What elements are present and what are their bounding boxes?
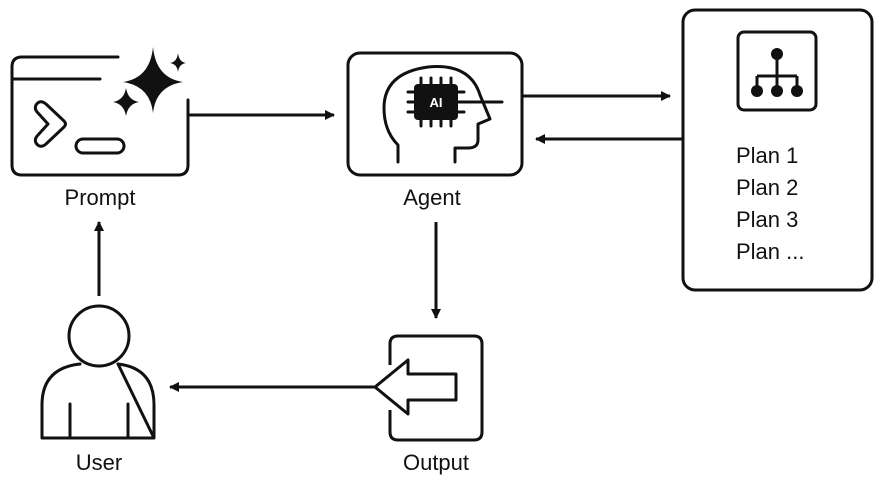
plan-item-1: Plan 1 [736, 143, 798, 168]
plan-item-2: Plan 2 [736, 175, 798, 200]
hierarchy-icon [736, 30, 818, 112]
user-label: User [76, 450, 122, 475]
ai-chip [414, 84, 458, 120]
ai-chip-text: AI [430, 95, 443, 110]
prompt-node: Prompt [10, 47, 190, 210]
agent-label: Agent [403, 185, 461, 210]
sparkle-icon [113, 47, 186, 116]
output-arrow-icon [373, 334, 484, 442]
plans-node: Plan 1 Plan 2 Plan 3 Plan ... [681, 8, 874, 292]
ai-brain-chip-icon [382, 65, 504, 164]
agent-node: AI Agent [346, 51, 524, 210]
output-label: Output [403, 450, 469, 475]
plans-box [681, 8, 874, 292]
agent-box [346, 51, 524, 177]
user-node: User [40, 304, 156, 475]
flow-arrows [94, 91, 683, 392]
plan-item-3: Plan 3 [736, 207, 798, 232]
user-icon [40, 304, 156, 440]
prompt-label: Prompt [65, 185, 136, 210]
output-node: Output [373, 334, 484, 475]
terminal-sparkle-icon [10, 55, 190, 177]
plan-item-4: Plan ... [736, 239, 804, 264]
